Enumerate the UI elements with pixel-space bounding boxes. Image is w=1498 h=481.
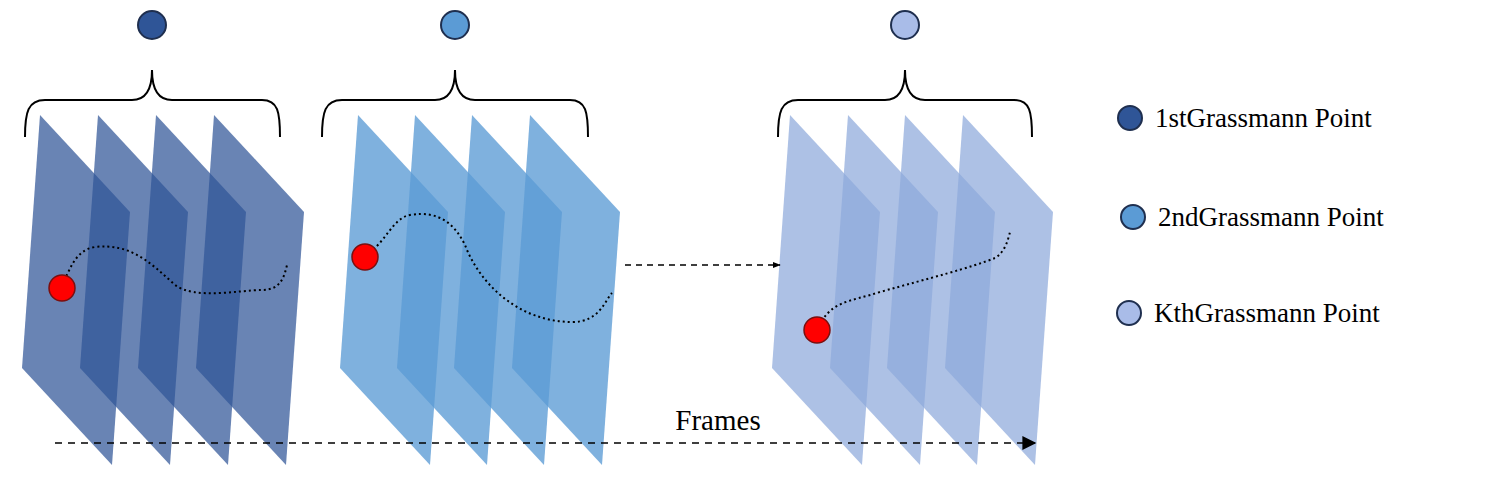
- legend-label: 1stGrassmann Point: [1155, 103, 1372, 134]
- axis-label: Frames: [675, 404, 760, 437]
- trajectory: [817, 232, 1010, 330]
- tracked-point: [352, 244, 378, 270]
- video-frame: [512, 115, 620, 465]
- grassmann-point: [891, 11, 919, 39]
- legend-entry: 1stGrassmann Point: [1117, 103, 1372, 134]
- grassmann-point: [441, 11, 469, 39]
- legend-swatch: [1120, 204, 1146, 230]
- legend-swatch: [1117, 105, 1143, 131]
- curly-brace: [25, 70, 280, 137]
- tracked-point: [804, 317, 830, 343]
- video-frame: [945, 115, 1053, 465]
- tracked-point: [49, 275, 75, 301]
- grassmann-point: [138, 11, 166, 39]
- legend-label: KthGrassmann Point: [1154, 298, 1380, 329]
- legend-entry: 2ndGrassmann Point: [1120, 202, 1384, 233]
- frame-group: [772, 115, 1053, 465]
- continuation-arrow: [625, 264, 780, 266]
- time-axis-arrow: [55, 442, 1035, 444]
- legend-label: 2ndGrassmann Point: [1158, 202, 1384, 233]
- legend-entry: KthGrassmann Point: [1116, 298, 1380, 329]
- frame-group: [340, 115, 620, 465]
- legend-swatch: [1116, 300, 1142, 326]
- trajectory: [365, 214, 612, 322]
- frame-group: [22, 115, 304, 465]
- trajectory: [62, 246, 287, 293]
